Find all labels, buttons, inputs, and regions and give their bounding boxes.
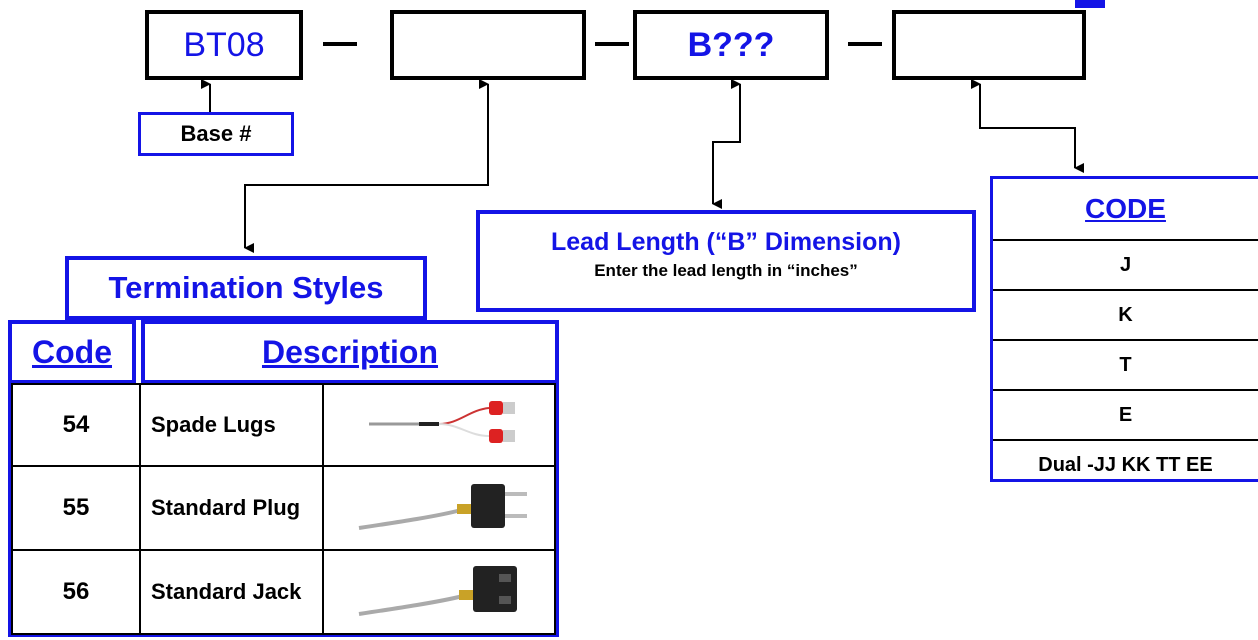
row-description: Spade Lugs: [140, 384, 323, 466]
row-code: 56: [12, 550, 140, 634]
code-header-box: Code: [8, 320, 136, 384]
calibration-code: K: [993, 290, 1258, 340]
standard-plug-illustration: [339, 470, 539, 540]
list-item: K: [993, 290, 1258, 340]
termination-table-frame: 54 Spade Lugs 55 Standard Plug: [8, 383, 559, 637]
table-row: 55 Standard Plug: [12, 466, 555, 550]
calibration-arrow: [980, 84, 1075, 168]
lead-length-title: Lead Length (“B” Dimension): [480, 228, 972, 257]
lead-length-box: Lead Length (“B” Dimension) Enter the le…: [476, 210, 976, 312]
spade-lugs-illustration: [339, 392, 539, 452]
list-item: E: [993, 390, 1258, 440]
description-header: Description: [262, 334, 438, 371]
calibration-code: E: [993, 390, 1258, 440]
calibration-list: J K T E Dual -JJ KK TT EE: [993, 239, 1258, 489]
termination-arrow: [245, 84, 488, 248]
table-row: 54 Spade Lugs: [12, 384, 555, 466]
table-row: 56 Standard Jack: [12, 550, 555, 634]
calibration-header-text: CODE: [1085, 193, 1166, 225]
calibration-header: CODE: [993, 179, 1258, 239]
standard-plug-image: [323, 466, 555, 550]
calibration-code-table: CODE J K T E Dual -JJ KK TT EE: [990, 176, 1258, 482]
termination-title: Termination Styles: [108, 270, 383, 306]
calibration-code: Dual -JJ KK TT EE: [993, 440, 1258, 489]
base-label-box: Base #: [138, 112, 294, 156]
description-header-box: Description: [141, 320, 559, 384]
lead-length-subtitle: Enter the lead length in “inches”: [480, 261, 972, 281]
code-header: Code: [32, 334, 112, 371]
lead-length-arrow: [713, 84, 740, 204]
row-description: Standard Plug: [140, 466, 323, 550]
base-label-text: Base #: [181, 121, 252, 147]
list-item: J: [993, 240, 1258, 290]
row-description: Standard Jack: [140, 550, 323, 634]
list-item: Dual -JJ KK TT EE: [993, 440, 1258, 489]
termination-title-box: Termination Styles: [65, 256, 427, 320]
calibration-code: T: [993, 340, 1258, 390]
list-item: T: [993, 340, 1258, 390]
row-code: 55: [12, 466, 140, 550]
spade-lugs-image: [323, 384, 555, 466]
standard-jack-image: [323, 550, 555, 634]
standard-jack-illustration: [339, 554, 539, 624]
termination-table: 54 Spade Lugs 55 Standard Plug: [11, 383, 556, 635]
calibration-code: J: [993, 240, 1258, 290]
row-code: 54: [12, 384, 140, 466]
